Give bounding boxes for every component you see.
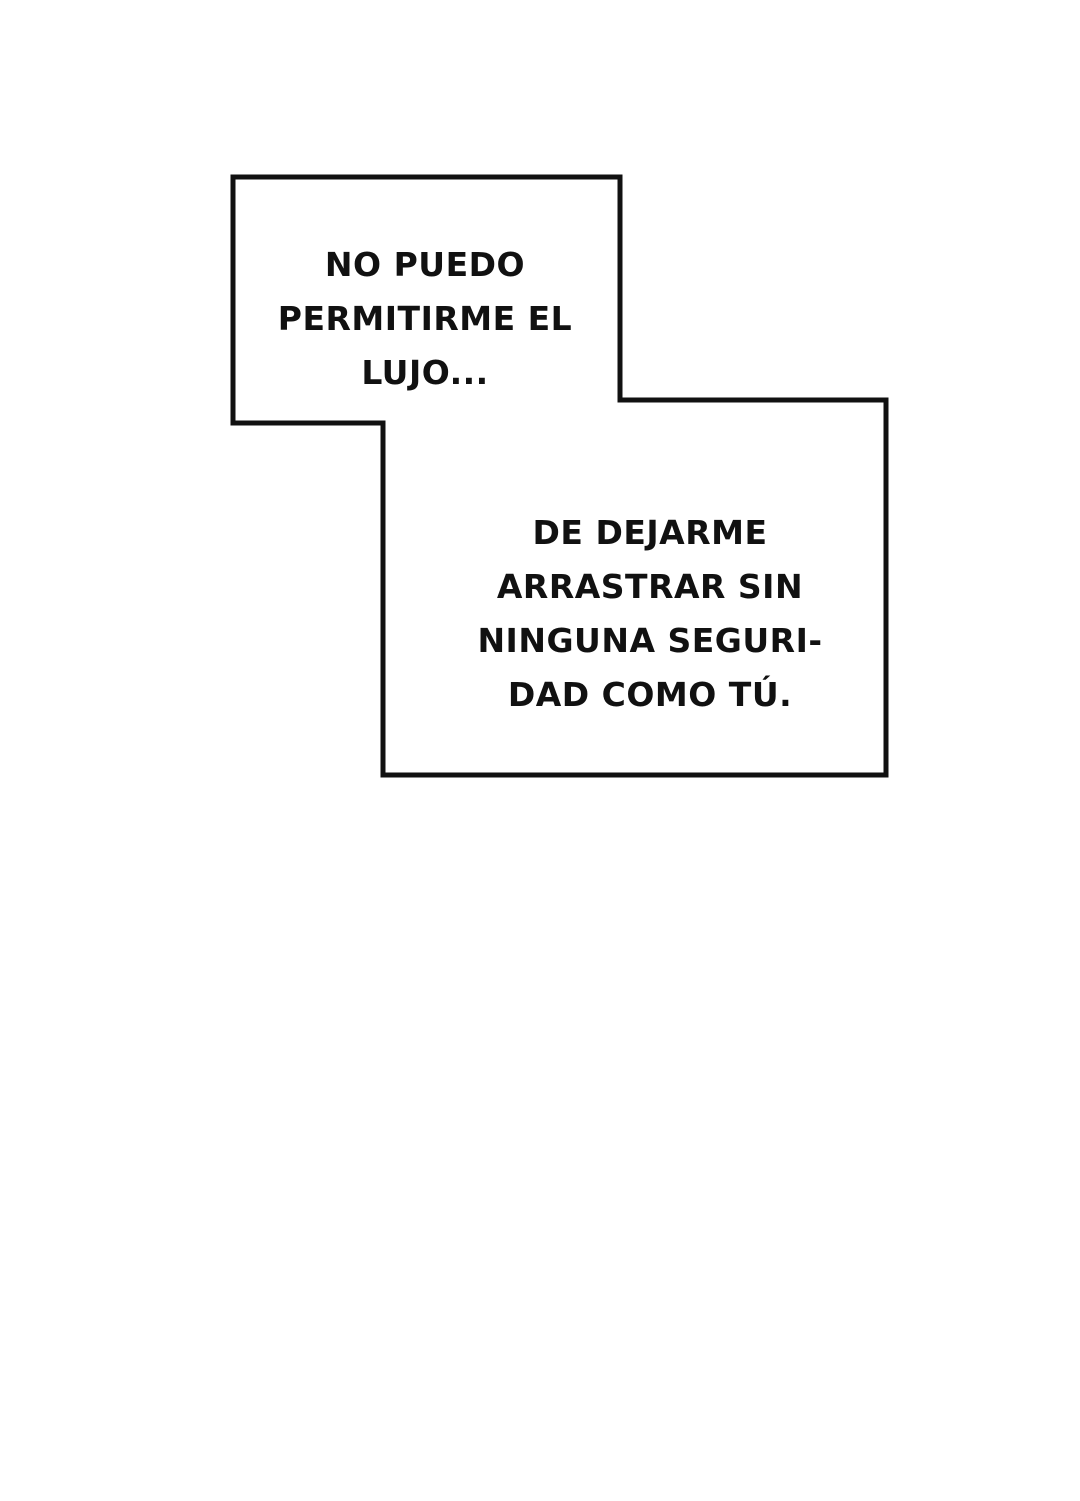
caption-lower-line: ARRASTRAR SIN bbox=[496, 567, 804, 606]
caption-text-lower: DE DEJARME ARRASTRAR SIN NINGUNA SEGURI-… bbox=[470, 506, 830, 722]
caption-upper-line: NO PUEDO bbox=[324, 245, 526, 284]
caption-text-upper: NO PUEDO PERMITIRME EL LUJO... bbox=[260, 238, 590, 400]
caption-lower-line: DAD COMO TÚ. bbox=[507, 675, 793, 714]
caption-upper-line: LUJO... bbox=[361, 353, 489, 392]
caption-upper-line: PERMITIRME EL bbox=[277, 299, 573, 338]
caption-lower-line: DE DEJARME bbox=[532, 513, 768, 552]
caption-lower-line: NINGUNA SEGURI- bbox=[477, 621, 823, 660]
